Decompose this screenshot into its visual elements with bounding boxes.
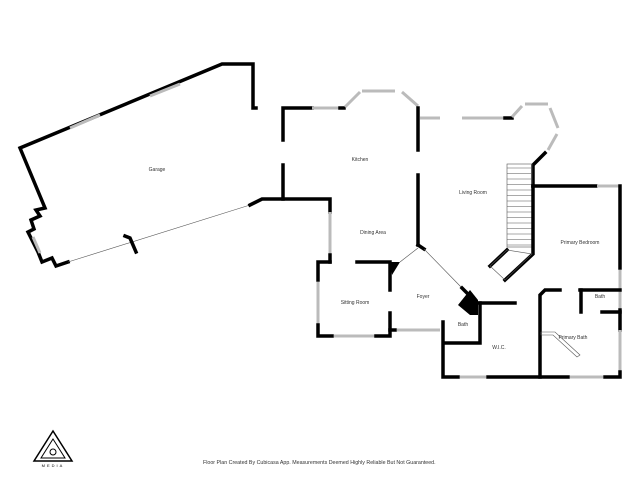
window — [31, 236, 42, 254]
window — [401, 90, 419, 108]
room-label-dining-area: Dining Area — [360, 230, 386, 236]
svg-text:MEDIA: MEDIA — [42, 463, 65, 468]
room-label-bath: Bath — [457, 322, 469, 328]
wall — [538, 288, 562, 379]
staircase — [487, 163, 535, 283]
wall — [281, 106, 314, 142]
wall — [531, 150, 548, 188]
garage-walls — [17, 62, 258, 269]
room-label-living-room: Living Room — [459, 190, 487, 196]
wall — [441, 320, 460, 379]
wall — [316, 323, 334, 338]
window — [510, 104, 524, 119]
window — [343, 90, 362, 109]
room-label-garage: Garage — [148, 167, 166, 173]
room-label-bath-2: Bath — [594, 294, 606, 300]
footer-disclaimer: Floor Plan Created By Cubicasa App. Meas… — [203, 460, 436, 466]
wall — [374, 311, 392, 338]
ahh-snap-media-logo: MEDIA — [32, 429, 74, 468]
garage-door — [67, 204, 251, 263]
room-label-wic: W.I.C. — [492, 345, 506, 351]
room-label-primary-bedroom: Primary Bedroom — [560, 240, 600, 246]
window — [548, 107, 560, 129]
fireplace — [458, 290, 478, 315]
opening — [423, 248, 463, 289]
wall — [415, 242, 427, 252]
room-label-kitchen: Kitchen — [351, 157, 369, 163]
opening — [399, 247, 419, 263]
bathtub — [540, 331, 581, 358]
wall — [443, 301, 482, 345]
wall — [459, 285, 471, 297]
wall — [355, 260, 392, 292]
window — [69, 113, 101, 130]
window — [546, 133, 559, 151]
window — [149, 82, 181, 98]
column — [390, 262, 400, 275]
room-label-foyer: Foyer — [416, 294, 430, 300]
room-label-sitting-room: Sitting Room — [340, 300, 370, 306]
wall — [603, 370, 622, 379]
garage-wall — [247, 197, 332, 214]
garage-wall-stub — [122, 233, 139, 255]
wall — [316, 260, 332, 282]
room-label-primary-bath: Primary Bath — [558, 335, 588, 341]
